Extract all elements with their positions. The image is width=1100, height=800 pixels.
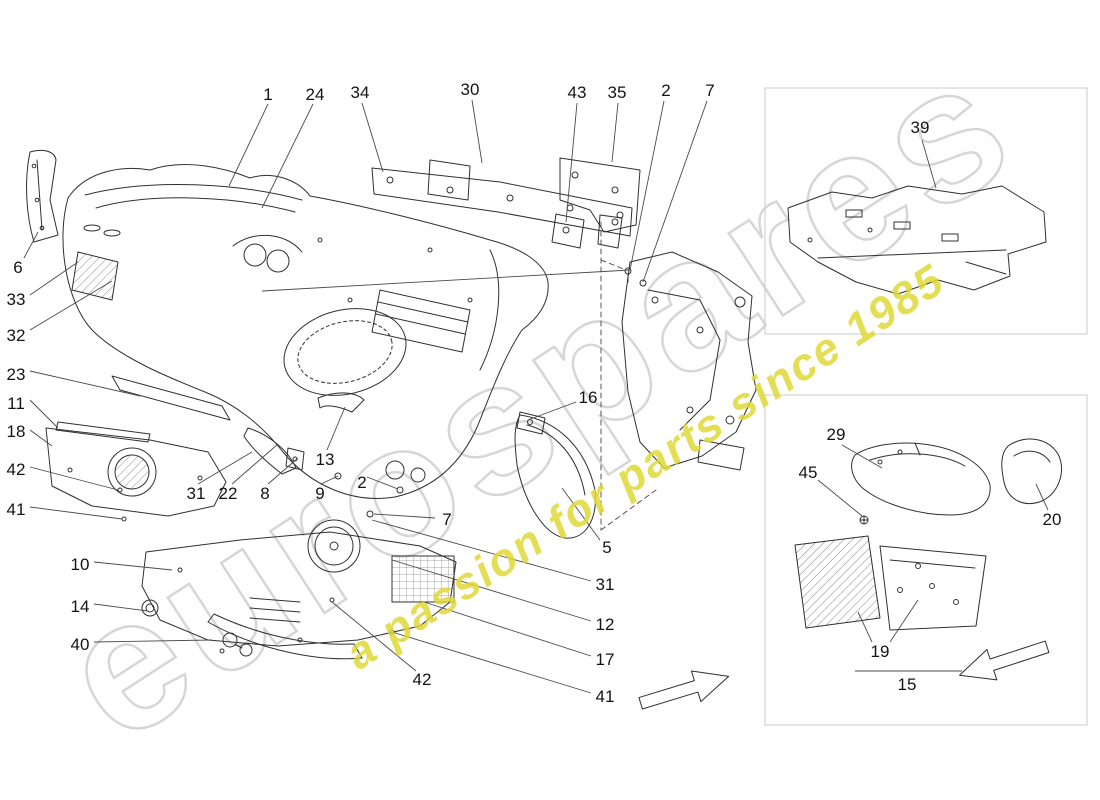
direction-arrow-main: [638, 670, 730, 710]
side-trim-panel: [26, 149, 59, 243]
crossbeam: [371, 159, 633, 249]
knee-panel: [45, 427, 227, 517]
lower-steering-shroud: [794, 535, 987, 631]
construction-lines: [600, 221, 657, 531]
insulation-mat: [787, 185, 1047, 295]
upper-knee-strip: [55, 421, 151, 443]
side-frame-bracket: [621, 251, 757, 471]
center-trim-22: [243, 427, 297, 475]
thin-trim-strip: [111, 375, 231, 421]
knob-part: [141, 599, 159, 617]
inset-box-top: [764, 87, 1088, 335]
column-ring-cover: [1001, 438, 1062, 505]
shroud-screw: [859, 515, 869, 525]
upper-steering-shroud: [851, 442, 991, 516]
cluster-trim-13: [317, 392, 365, 413]
inset-box-bottom: [764, 394, 1088, 726]
small-bracket: [551, 213, 585, 249]
clip-part: [219, 632, 253, 657]
direction-arrow-inset: [959, 640, 1050, 681]
